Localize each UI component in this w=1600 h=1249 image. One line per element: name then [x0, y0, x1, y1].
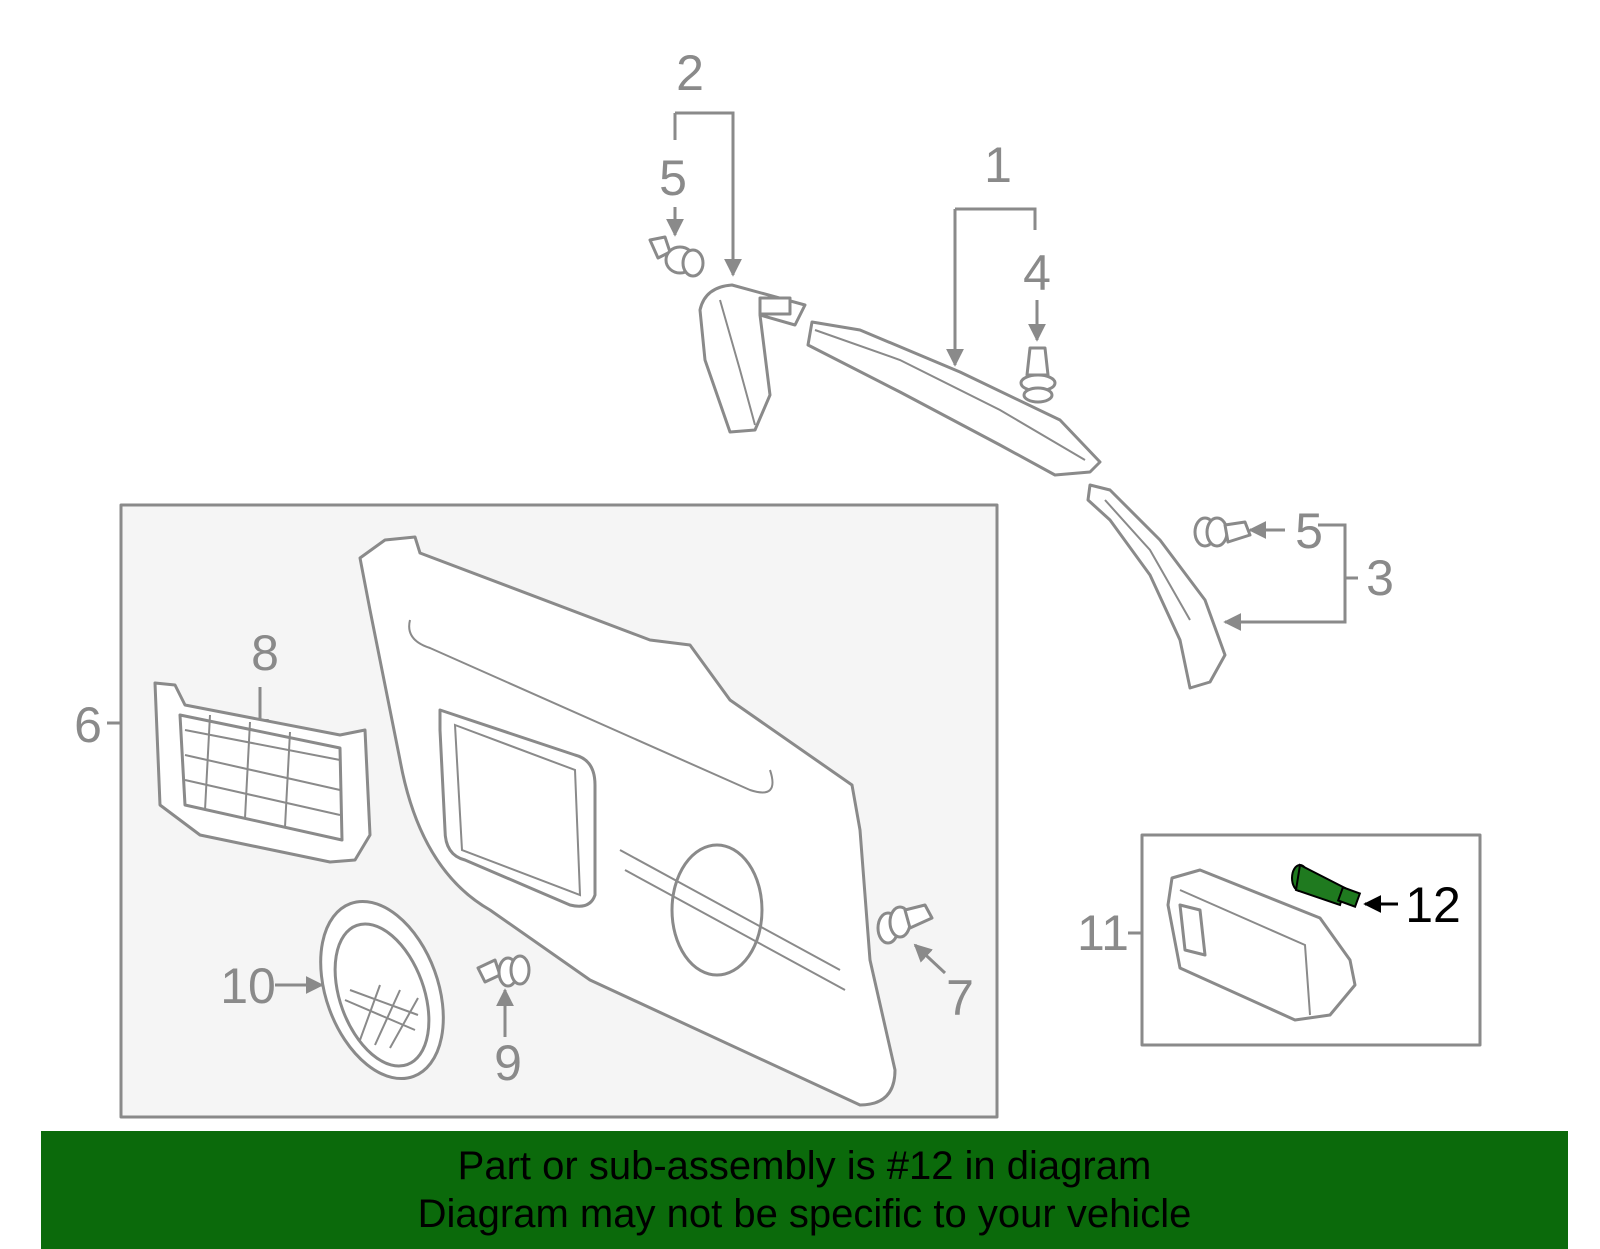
- banner-line-1: Part or sub-assembly is #12 in diagram: [457, 1144, 1152, 1188]
- clip-7: [876, 903, 934, 945]
- callout-9: 9: [494, 1035, 522, 1091]
- quarter-panel: [358, 535, 897, 1107]
- callout-6: 6: [74, 697, 102, 753]
- callout-2: 2: [676, 45, 704, 101]
- callout-3: 3: [1366, 550, 1394, 606]
- leader-3: [1223, 523, 1347, 631]
- clip-5-top: [648, 235, 705, 278]
- callout-10: 10: [220, 958, 276, 1014]
- speaker-grille-10: [319, 899, 445, 1081]
- clip-4: [1019, 346, 1057, 404]
- leader-7: [913, 943, 947, 975]
- callout-8: 8: [251, 625, 279, 681]
- callout-5-right: 5: [1295, 503, 1323, 559]
- cargo-net-8: [153, 681, 372, 864]
- info-banner: Part or sub-assembly is #12 in diagram D…: [41, 1131, 1568, 1249]
- banner-line-2: Diagram may not be specific to your vehi…: [417, 1192, 1192, 1236]
- leader-2: [675, 111, 742, 277]
- callout-7: 7: [946, 970, 974, 1026]
- lamp-housing-11: [1166, 868, 1357, 1022]
- callout-5-top: 5: [659, 150, 687, 206]
- bulb-12: [1291, 863, 1362, 908]
- clip-5-right: [1193, 516, 1252, 548]
- clip-9: [476, 954, 531, 988]
- leader-1: [955, 207, 1037, 230]
- trim-bracket-2: [698, 283, 807, 434]
- callout-12: 12: [1405, 877, 1461, 933]
- callout-11: 11: [1077, 905, 1129, 961]
- callout-1: 1: [984, 137, 1012, 193]
- callout-4: 4: [1023, 245, 1051, 301]
- trim-pillar-3: [1086, 483, 1227, 690]
- trim-strip-1: [806, 320, 1102, 477]
